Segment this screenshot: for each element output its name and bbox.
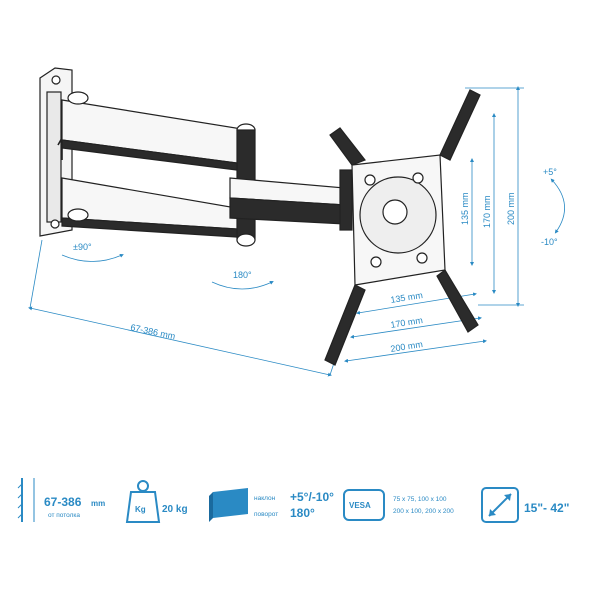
vesa-bracket [324, 89, 481, 366]
depth-note: от потолка [48, 512, 80, 519]
vesa-line2: 200 x 100, 200 x 200 [393, 508, 454, 515]
v-dim-135-label: 135 mm [460, 192, 470, 225]
weight-spec: Kg 20 kg [125, 480, 188, 523]
v-dim-170-label: 170 mm [482, 195, 492, 228]
screen-size-spec: 15"- 42" [481, 487, 569, 523]
vesa-line1: 75 x 75, 100 x 100 [393, 496, 447, 503]
rotation-180-label: 180° [233, 270, 252, 280]
h-dim-200-label: 200 mm [390, 339, 424, 354]
depth-spec: 67-386 mm от потолка [17, 478, 105, 522]
tv-screen-icon [209, 488, 248, 522]
weight-icon [125, 480, 161, 523]
rotation-90-label: ±90° [73, 242, 92, 252]
tilt-label: наклон [254, 495, 276, 502]
depth-value: 67-386 [44, 495, 82, 509]
swivel-value: 180° [290, 506, 315, 520]
screen-diagonal-icon [481, 487, 519, 523]
wall-distance-icon [17, 478, 35, 522]
swivel-label: поворот [254, 511, 278, 518]
h-dim-135-label: 135 mm [390, 290, 424, 305]
depth-unit: mm [91, 499, 105, 508]
product-diagram: ±90° 180° 67-386 mm +5° -10° 135 mm 170 … [28, 67, 565, 377]
tilt-swivel-spec: наклон +5°/-10° поворот 180° [209, 488, 334, 522]
h-dim-170-label: 170 mm [390, 315, 424, 330]
tilt-value: +5°/-10° [290, 490, 334, 504]
vesa-spec: VESA 75 x 75, 100 x 100 200 x 100, 200 x… [343, 489, 454, 521]
v-dim-200-label: 200 mm [506, 192, 516, 225]
tilt-up-label: +5° [543, 167, 557, 177]
depth-range-label: 67-386 mm [130, 322, 177, 341]
tilt-down-label: -10° [541, 237, 558, 247]
weight-value: 20 kg [162, 504, 188, 515]
vesa-badge: VESA [343, 489, 385, 521]
first-arm [61, 91, 256, 247]
vesa-label: VESA [349, 501, 371, 510]
spec-strip: 67-386 mm от потолка Kg 20 kg наклон +5°… [17, 478, 569, 523]
dimension-lines [28, 86, 565, 377]
screen-range-value: 15"- 42" [524, 501, 569, 515]
weight-icon-label: Kg [135, 505, 146, 514]
second-arm [229, 169, 353, 231]
